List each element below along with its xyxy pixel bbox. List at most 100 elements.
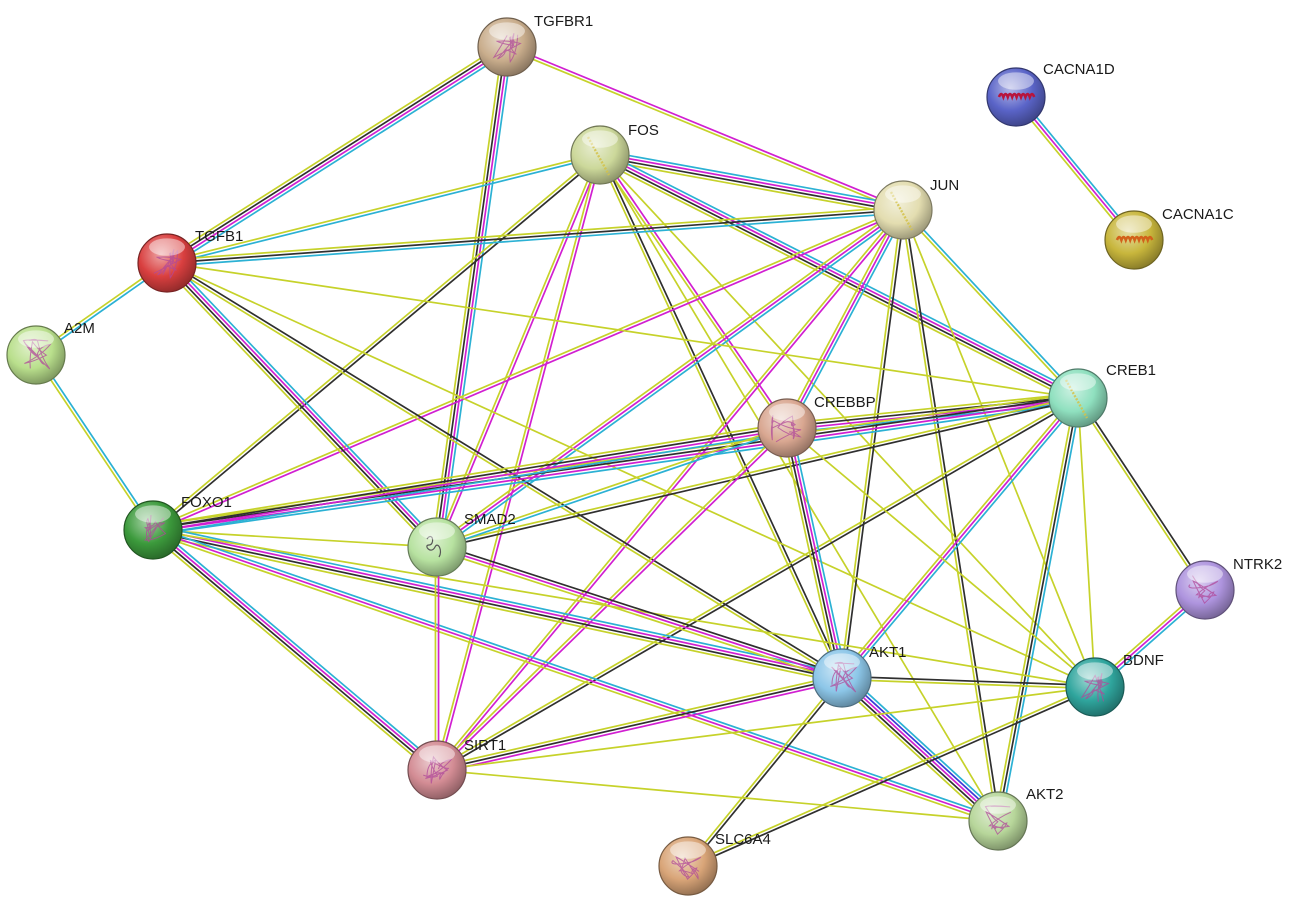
- node-sphere[interactable]: [757, 398, 817, 458]
- edge-creb1-ntrk2[interactable]: [1075, 396, 1208, 592]
- node-sphere[interactable]: [407, 517, 467, 577]
- edge-akt1-akt2[interactable]: [836, 672, 1004, 827]
- edge-line-databases: [436, 428, 789, 550]
- node-tgfbr1[interactable]: TGFBR1: [477, 13, 593, 77]
- node-fos[interactable]: FOS: [570, 122, 659, 185]
- edge-crebbp-smad2[interactable]: [435, 425, 789, 550]
- edge-jun-akt2[interactable]: [900, 208, 1001, 823]
- edge-fos-jun[interactable]: [598, 149, 905, 216]
- edge-fos-foxo1[interactable]: [151, 152, 602, 533]
- edge-line-databases: [152, 401, 1080, 536]
- edge-line-databases: [790, 426, 848, 678]
- edge-line-textmining: [151, 532, 998, 825]
- structure-glyph: [492, 33, 522, 63]
- node-sphere[interactable]: [1048, 368, 1108, 428]
- edge-line-coexpression: [687, 687, 1097, 869]
- node-sphere[interactable]: [658, 836, 718, 896]
- edge-fos-creb1[interactable]: [597, 150, 1081, 403]
- node-highlight: [149, 238, 185, 256]
- node-sphere[interactable]: [570, 125, 630, 185]
- edge-fos-sirt1[interactable]: [434, 153, 603, 772]
- edge-fos-akt1[interactable]: [597, 153, 845, 680]
- edge-line-textmining: [1075, 398, 1205, 592]
- edge-tgfbr1-tgfb1[interactable]: [163, 42, 511, 268]
- edge-jun-bdnf[interactable]: [902, 209, 1096, 688]
- node-slc6a4[interactable]: SLC6A4: [658, 831, 771, 896]
- edge-akt1-sirt1[interactable]: [435, 674, 844, 774]
- edge-crebbp-akt1[interactable]: [781, 426, 848, 680]
- node-foxo1[interactable]: FOXO1: [123, 494, 232, 560]
- edge-tgfb1-bdnf[interactable]: [166, 262, 1096, 688]
- node-jun[interactable]: JUN: [873, 177, 959, 240]
- node-sirt1[interactable]: SIRT1: [407, 737, 506, 800]
- edge-akt1-bdnf[interactable]: [841, 675, 1096, 690]
- structure-glyph: [153, 249, 182, 279]
- node-crebbp[interactable]: CREBBP: [757, 394, 876, 458]
- edge-foxo1-akt2[interactable]: [151, 526, 1000, 825]
- node-ntrk2[interactable]: NTRK2: [1175, 556, 1282, 620]
- edge-line-databases: [36, 353, 156, 530]
- structure-glyph: [997, 92, 1036, 101]
- edge-line-textmining: [686, 684, 1096, 866]
- node-cacna1c[interactable]: CACNA1C: [1104, 206, 1234, 270]
- edge-line-coexpression: [165, 44, 508, 263]
- edge-smad2-akt1[interactable]: [435, 543, 844, 682]
- node-label: CREBBP: [814, 394, 876, 411]
- edge-creb1-akt1[interactable]: [838, 395, 1082, 681]
- node-smad2[interactable]: SMAD2: [407, 511, 516, 577]
- structure-glyph: [1188, 575, 1219, 604]
- edge-jun-crebbp[interactable]: [783, 207, 907, 431]
- edge-line-coexpression: [997, 397, 1079, 822]
- node-akt2[interactable]: AKT2: [968, 786, 1064, 851]
- node-sphere[interactable]: [968, 791, 1028, 851]
- edge-bdnf-slc6a4[interactable]: [686, 684, 1097, 869]
- node-bdnf[interactable]: BDNF: [1065, 652, 1164, 717]
- structure-glyph: [770, 415, 802, 443]
- edge-line-textmining: [165, 206, 904, 261]
- edge-line-coexpression: [903, 208, 1001, 822]
- edge-foxo1-sirt1[interactable]: [149, 525, 441, 775]
- edge-line-textmining: [841, 678, 1096, 690]
- edge-a2m-foxo1[interactable]: [33, 353, 156, 532]
- node-sphere[interactable]: [1175, 560, 1235, 620]
- edge-creb1-akt2[interactable]: [994, 396, 1082, 823]
- edge-cacna1d-cacna1c[interactable]: [1012, 94, 1138, 243]
- node-sphere[interactable]: [407, 740, 467, 800]
- edge-line-coexpression: [600, 153, 845, 679]
- node-cacna1d[interactable]: CACNA1D: [986, 61, 1115, 127]
- edge-line-experiments: [599, 152, 1080, 398]
- edge-sirt1-akt2[interactable]: [436, 769, 999, 822]
- edge-jun-foxo1[interactable]: [151, 207, 905, 533]
- edge-creb1-bdnf[interactable]: [1077, 397, 1096, 688]
- node-akt1[interactable]: AKT1: [812, 644, 907, 708]
- edge-tgfbr1-smad2[interactable]: [431, 45, 513, 549]
- edge-tgfbr1-jun[interactable]: [505, 44, 905, 213]
- edge-bdnf-sirt1[interactable]: [436, 686, 1096, 771]
- edge-creb1-sirt1[interactable]: [435, 395, 1080, 773]
- edge-crebbp-bdnf[interactable]: [786, 427, 1096, 688]
- edge-foxo1-bdnf[interactable]: [152, 529, 1096, 688]
- edge-line-databases: [440, 46, 513, 549]
- edge-line-coexpression: [166, 209, 904, 264]
- edge-foxo1-smad2[interactable]: [152, 529, 438, 548]
- edge-smad2-sirt1[interactable]: [434, 546, 440, 771]
- edge-line-textmining: [783, 207, 902, 428]
- edge-line-textmining: [151, 533, 842, 684]
- node-tgfb1[interactable]: TGFB1: [137, 228, 243, 293]
- edge-jun-tgfb1[interactable]: [165, 206, 905, 267]
- edge-crebbp-foxo1[interactable]: [151, 422, 789, 536]
- node-sphere[interactable]: [873, 180, 933, 240]
- edge-fos-tgfb1[interactable]: [165, 152, 602, 266]
- edge-tgfb1-creb1[interactable]: [166, 262, 1079, 399]
- edge-jun-creb1[interactable]: [901, 208, 1080, 400]
- node-creb1[interactable]: CREB1: [1048, 362, 1156, 428]
- edge-line-textmining: [33, 355, 153, 532]
- edge-fos-crebbp[interactable]: [597, 153, 790, 430]
- edge-line-experiments: [152, 210, 905, 533]
- edge-jun-smad2[interactable]: [434, 206, 906, 551]
- edge-creb1-smad2[interactable]: [435, 395, 1080, 550]
- edge-line-coexpression: [436, 398, 1080, 773]
- edge-line-databases: [166, 155, 602, 266]
- node-a2m[interactable]: A2M: [6, 320, 95, 385]
- edge-akt1-slc6a4[interactable]: [685, 676, 845, 868]
